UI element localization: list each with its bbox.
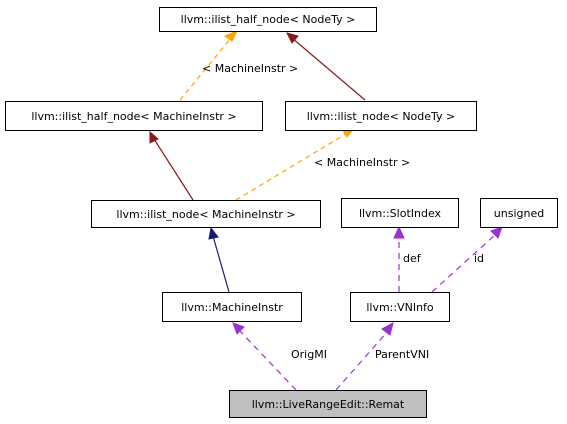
node-label: llvm::SlotIndex xyxy=(359,207,442,220)
edge-usage-id-arrowhead xyxy=(490,226,503,239)
node-remat[interactable]: llvm::LiveRangeEdit::Remat xyxy=(229,390,427,418)
node-label: llvm::ilist_node< MachineInstr > xyxy=(116,208,295,221)
node-unsigned[interactable]: unsigned xyxy=(480,198,558,228)
node-box[interactable] xyxy=(480,198,558,228)
node-ilist-node-machineinstr[interactable]: llvm::ilist_node< MachineInstr > xyxy=(91,200,321,228)
edge-usage-id xyxy=(431,233,497,293)
node-box[interactable] xyxy=(162,292,302,322)
edge-usage-origmi xyxy=(238,329,297,391)
node-machineinstr[interactable]: llvm::MachineInstr xyxy=(162,292,302,322)
node-ilist-node-nodety[interactable]: llvm::ilist_node< NodeTy > xyxy=(285,101,477,131)
edge-label-id: id xyxy=(474,252,484,265)
node-label: llvm::ilist_half_node< NodeTy > xyxy=(181,13,356,26)
node-label: llvm::VNInfo xyxy=(366,301,434,314)
node-box[interactable] xyxy=(229,390,427,418)
node-box[interactable] xyxy=(91,200,321,228)
edge-inherit-ilist-node-machineinstr xyxy=(153,138,194,201)
edge-usage-parentvni xyxy=(335,330,389,391)
node-slotindex[interactable]: llvm::SlotIndex xyxy=(341,198,459,228)
edge-template-half-node xyxy=(179,31,237,101)
edge-template-ilist-node xyxy=(235,131,350,201)
node-box[interactable] xyxy=(5,101,263,131)
node-label: llvm::LiveRangeEdit::Remat xyxy=(252,398,405,411)
edge-inherit-ilist-node-machineinstr-arrowhead xyxy=(149,130,159,144)
edge-usage-parentvni-arrowhead xyxy=(381,322,394,336)
edge-inherit-machineinstr-arrowhead xyxy=(208,226,219,240)
node-label: llvm::MachineInstr xyxy=(181,301,283,314)
node-ilist-half-node-nodety[interactable]: llvm::ilist_half_node< NodeTy > xyxy=(159,7,377,32)
edge-label-half-node-template: < MachineInstr > xyxy=(202,62,298,75)
node-label: llvm::ilist_node< NodeTy > xyxy=(307,110,456,123)
node-vninfo[interactable]: llvm::VNInfo xyxy=(350,292,450,322)
edge-label-parentvni: ParentVNI xyxy=(375,348,429,361)
edge-label-def: def xyxy=(403,252,422,265)
node-ilist-half-node-machineinstr[interactable]: llvm::ilist_half_node< MachineInstr > xyxy=(5,101,263,131)
node-box[interactable] xyxy=(159,7,377,32)
node-box[interactable] xyxy=(341,198,459,228)
node-label: llvm::ilist_half_node< MachineInstr > xyxy=(31,110,236,123)
edge-usage-origmi-arrowhead xyxy=(232,322,245,335)
edge-template-half-node-arrowhead xyxy=(223,30,239,42)
edge-inherit-machineinstr xyxy=(212,235,230,293)
edge-label-origmi: OrigMI xyxy=(291,348,327,361)
edge-inherit-ilist-node-nodety-arrowhead xyxy=(286,32,299,44)
node-box[interactable] xyxy=(285,101,477,131)
node-label: unsigned xyxy=(494,207,544,220)
edge-inherit-ilist-node-nodety xyxy=(291,37,366,101)
node-box[interactable] xyxy=(350,292,450,322)
edge-label-ilist-node-template: < MachineInstr > xyxy=(314,156,410,169)
edge-usage-def-arrowhead xyxy=(393,225,405,239)
